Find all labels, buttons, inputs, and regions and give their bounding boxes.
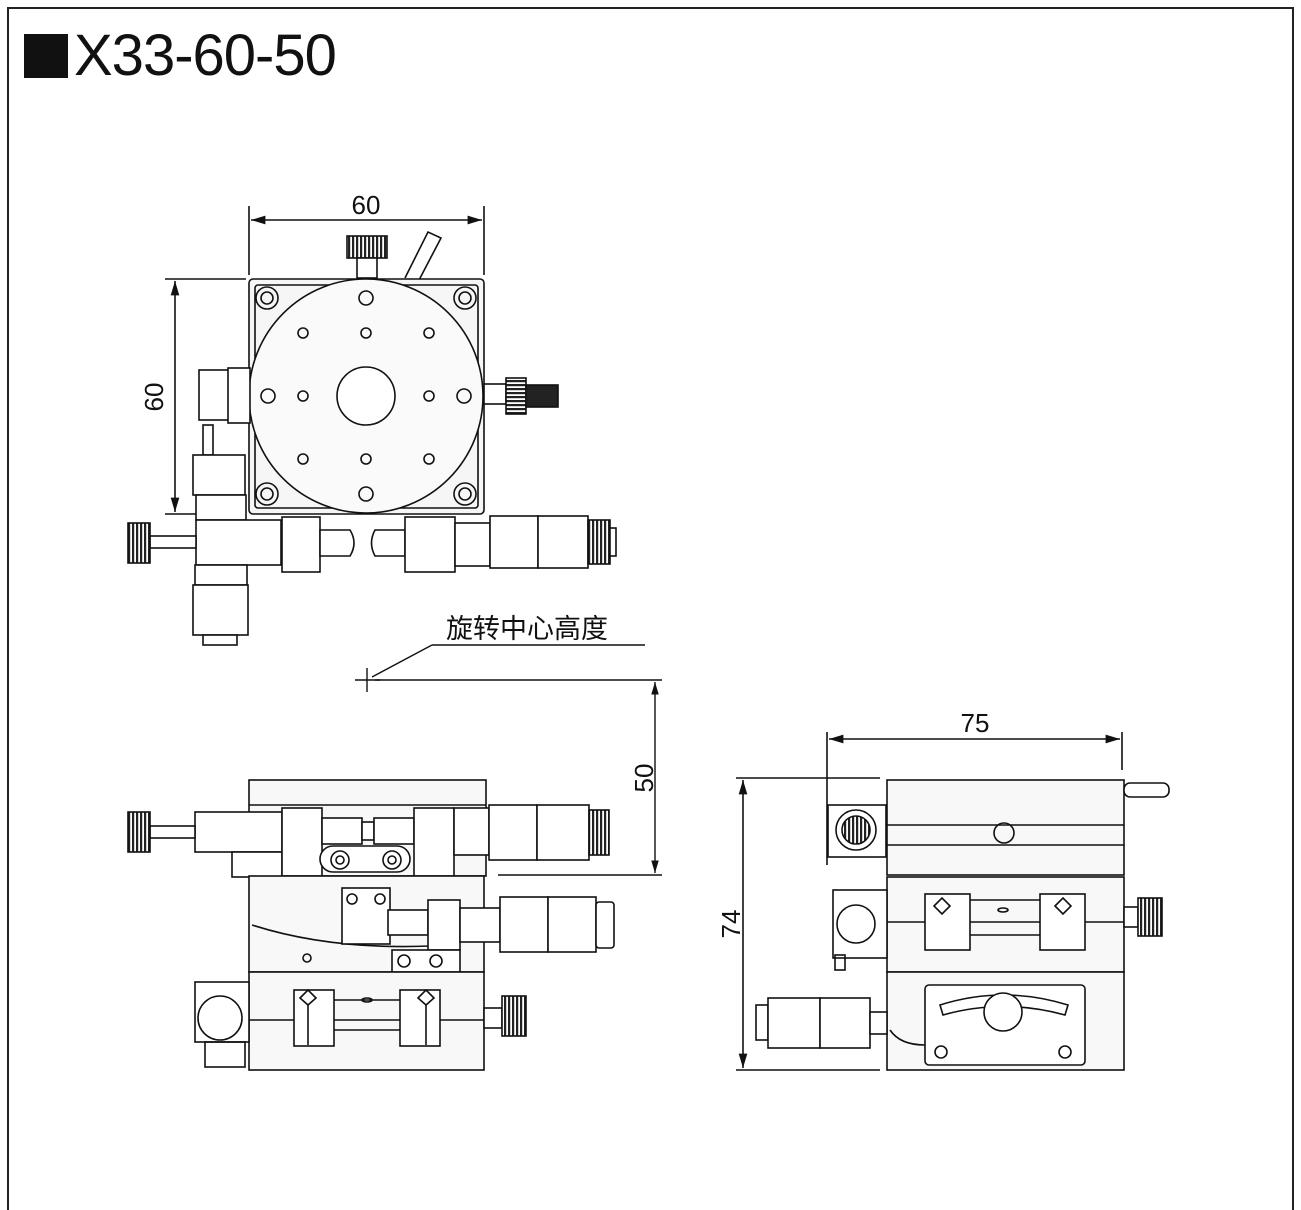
rotation-center-height-note: 旋转中心高度	[446, 614, 608, 645]
drawing-title: X33-60-50	[74, 23, 337, 88]
top-view	[127, 206, 617, 646]
side-view	[127, 779, 615, 1071]
drawing-frame	[7, 7, 1294, 1210]
title-square-marker	[24, 34, 68, 78]
side-height-dimension: 50	[629, 764, 659, 793]
end-view	[736, 732, 1170, 1071]
title-row: X33-60-50	[24, 23, 337, 88]
end-height-dimension: 74	[716, 910, 746, 939]
top-width-dimension: 60	[352, 190, 381, 220]
top-height-dimension: 60	[139, 383, 169, 412]
end-width-dimension: 75	[961, 708, 990, 738]
rotation-center-callout	[355, 644, 662, 876]
